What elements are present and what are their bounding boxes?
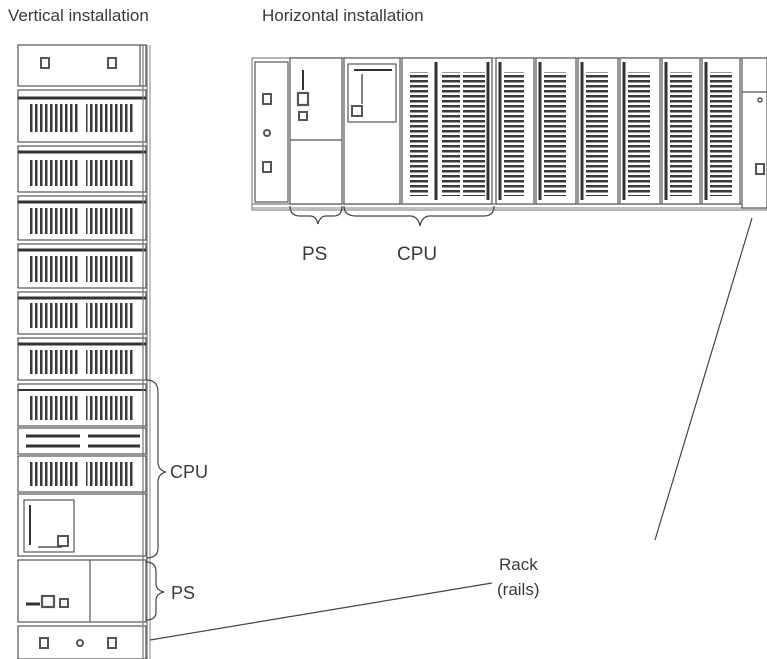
vertical-ps-module: [18, 560, 146, 622]
horizontal-rack: [252, 58, 767, 210]
vertical-top-cap: [18, 45, 146, 86]
horizontal-cpu-module: [344, 58, 400, 204]
vertical-rack: [18, 45, 150, 659]
ps-brace-vertical: [146, 562, 164, 620]
horizontal-signal-modules: [496, 58, 740, 204]
rack-pointer-vertical: [150, 583, 492, 640]
horizontal-ps-module: [290, 58, 342, 204]
rack-pointer-horizontal: [655, 218, 752, 540]
vertical-modules: [18, 90, 146, 659]
cpu-brace-vertical: [146, 380, 166, 558]
